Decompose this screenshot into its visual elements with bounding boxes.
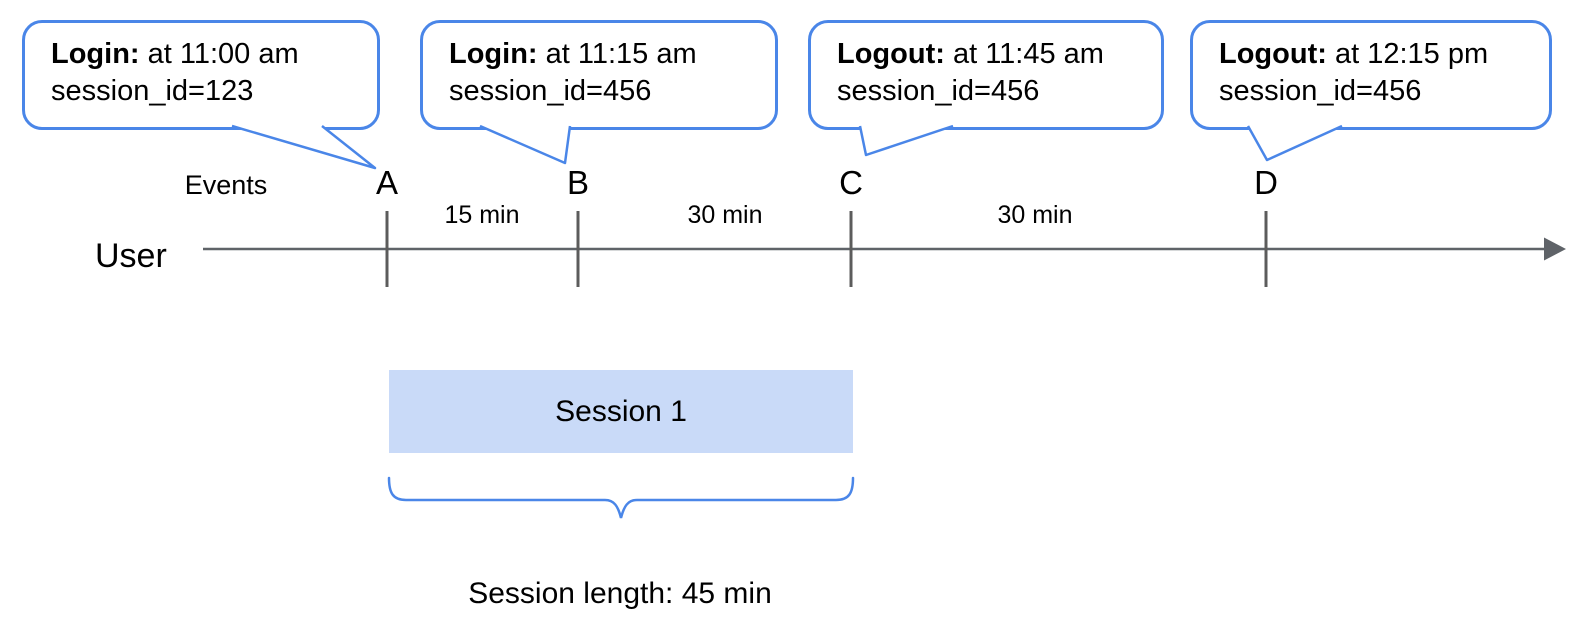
timeline-arrowhead-icon [1544, 237, 1566, 261]
session-brace-icon [387, 476, 855, 519]
callout-login-a: Login: at 11:00 am session_id=123 [22, 20, 380, 130]
event-time: at 11:00 am [139, 38, 299, 70]
callout-line1: Logout: at 11:45 am [837, 36, 1161, 73]
event-time: at 11:45 am [944, 38, 1104, 70]
callout-line1: Logout: at 12:15 pm [1219, 36, 1549, 73]
callout-line2: session_id=123 [51, 75, 254, 107]
events-row-label: Events [184, 170, 268, 200]
tick-label-c: C [839, 164, 863, 201]
callout-login-b: Login: at 11:15 am session_id=456 [420, 20, 778, 130]
tick-label-d: D [1254, 164, 1278, 201]
event-type-label: Logout: [1219, 38, 1327, 70]
interval-label-bc: 30 min [687, 201, 763, 229]
callout-line2: session_id=456 [837, 75, 1040, 107]
event-type-label: Login: [449, 38, 538, 70]
interval-label-cd: 30 min [997, 201, 1073, 229]
callout-logout-d: Logout: at 12:15 pm session_id=456 [1190, 20, 1552, 130]
callout-c-tail-icon [858, 124, 954, 157]
callout-b-tail-icon [479, 124, 572, 165]
session-1-label: Session 1 [555, 394, 687, 428]
session-length-caption: Session length: 45 min [468, 577, 772, 610]
session-1-box: Session 1 [389, 370, 853, 453]
callout-line2: session_id=456 [1219, 75, 1422, 107]
callout-line2: session_id=456 [449, 75, 652, 107]
interval-label-ab: 15 min [444, 201, 520, 229]
event-type-label: Login: [51, 38, 140, 70]
tick-label-b: B [566, 164, 589, 201]
callout-line1: Login: at 11:00 am [51, 36, 377, 73]
callout-line1: Login: at 11:15 am [449, 36, 775, 73]
callout-a-tail-icon [231, 124, 377, 170]
event-time: at 12:15 pm [1326, 38, 1489, 70]
event-type-label: Logout: [837, 38, 945, 70]
callout-d-tail-icon [1246, 124, 1343, 162]
callout-logout-c: Logout: at 11:45 am session_id=456 [808, 20, 1164, 130]
tick-label-a: A [375, 164, 398, 201]
event-time: at 11:15 am [537, 38, 697, 70]
timeline-axis-label: User [95, 237, 167, 275]
